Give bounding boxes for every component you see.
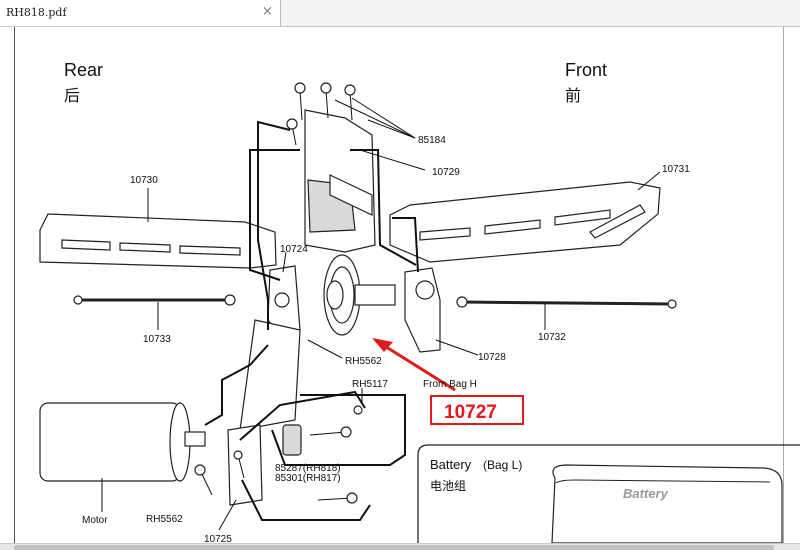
label-10732: 10732	[538, 332, 566, 343]
label-rh5562-top: RH5562	[345, 356, 382, 367]
battery-bag: (Bag L)	[483, 458, 522, 472]
motor	[39, 402, 206, 482]
front-bulkhead-10728	[404, 267, 441, 353]
highlight-box	[430, 395, 524, 425]
battery-panel: Battery (Bag L) 电池组 Battery	[417, 444, 800, 544]
tab-bar: RH818.pdf ×	[0, 0, 800, 27]
rear-plate-10730	[39, 213, 277, 269]
label-10730: 10730	[130, 175, 158, 186]
label-85287: 85287(RH818)	[275, 463, 341, 474]
label-10733: 10733	[143, 334, 171, 345]
page-right-edge	[783, 27, 784, 543]
horizontal-scrollbar[interactable]	[0, 543, 800, 550]
front-plate-10731	[389, 181, 661, 263]
front-driveshaft-10732	[456, 296, 677, 309]
document-tab[interactable]: RH818.pdf ×	[0, 0, 281, 26]
scrollbar-thumb[interactable]	[14, 545, 774, 550]
spur-gear-assembly	[323, 254, 396, 336]
front-label: Front	[565, 60, 607, 80]
front-label-cn: 前	[565, 86, 581, 105]
label-rh5562-bottom: RH5562	[146, 514, 183, 525]
label-rh5117: RH5117	[352, 379, 388, 390]
label-motor: Motor	[82, 515, 108, 526]
label-85184: 85184	[418, 135, 446, 146]
from-bag-h: From Bag H	[423, 379, 477, 390]
screws-85184	[286, 82, 356, 146]
label-10725: 10725	[204, 534, 232, 545]
page-left-edge	[14, 27, 15, 543]
battery-header: Battery	[430, 457, 472, 472]
highlight-part-number: 10727	[444, 402, 497, 423]
assembly-guide-lines	[204, 120, 419, 521]
pinion-gear	[282, 405, 363, 504]
mount-screws	[194, 450, 245, 496]
leader-lines	[101, 97, 661, 531]
rear-label: Rear	[64, 60, 103, 80]
label-10724: 10724	[280, 244, 308, 255]
battery-cn: 电池组	[430, 479, 466, 493]
battery-pack-label: Battery	[623, 486, 669, 501]
close-icon[interactable]: ×	[262, 4, 273, 19]
highlight-arrow	[372, 338, 456, 392]
label-10728: 10728	[478, 352, 506, 363]
center-bulkhead-10729	[304, 109, 376, 253]
rear-label-cn: 后	[64, 86, 80, 105]
document-tab-title: RH818.pdf	[6, 6, 67, 19]
label-10729: 10729	[432, 167, 460, 178]
motor-mount	[227, 319, 301, 506]
label-85301: 85301(RH817)	[275, 473, 341, 484]
label-10731: 10731	[662, 164, 690, 175]
rear-driveshaft-10733	[73, 294, 236, 306]
